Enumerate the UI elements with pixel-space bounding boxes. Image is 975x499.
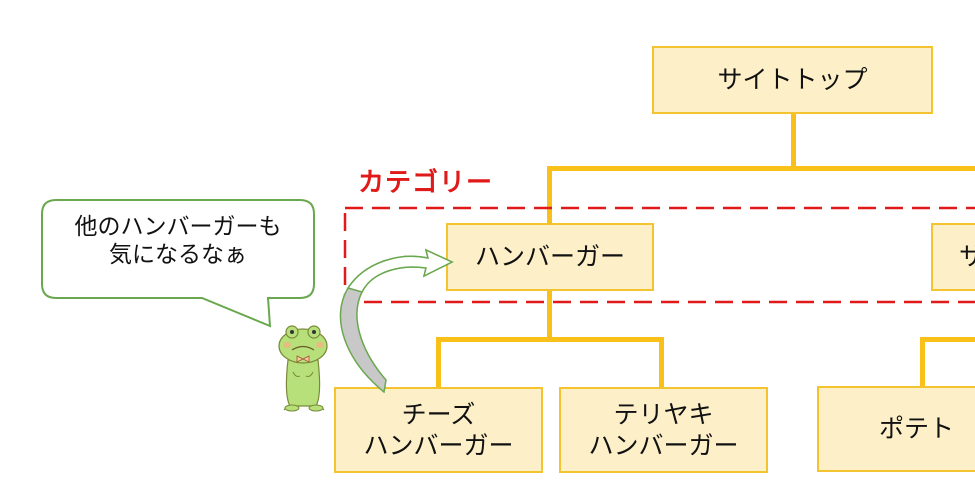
node-potato: ポテト bbox=[817, 386, 975, 472]
speech-bubble bbox=[41, 199, 315, 328]
node-site-top-label: サイトトップ bbox=[717, 65, 868, 95]
frog-character-icon bbox=[278, 325, 328, 412]
connector-to-cheese bbox=[436, 337, 441, 389]
connector-root-down bbox=[791, 113, 796, 169]
node-hamburger-label: ハンバーガー bbox=[474, 242, 625, 272]
connector-to-potato bbox=[920, 337, 925, 389]
node-teriyaki-hamburger: テリヤキ ハンバーガー bbox=[559, 387, 768, 473]
curved-arrow-highlight bbox=[346, 248, 454, 293]
speech-bubble-line2: 気になるなぁ bbox=[109, 241, 247, 268]
connector-hamburger-down bbox=[547, 290, 552, 340]
category-label: カテゴリー bbox=[358, 168, 494, 198]
node-site-top: サイトトップ bbox=[652, 46, 933, 114]
category-dashed-box bbox=[343, 206, 975, 304]
node-cheese-line2: ハンバーガー bbox=[363, 431, 514, 460]
node-cheese-hamburger: チーズ ハンバーガー bbox=[334, 387, 543, 473]
node-hamburger: ハンバーガー bbox=[446, 223, 654, 291]
node-side-menu: サ bbox=[931, 223, 975, 291]
node-potato-label: ポテト bbox=[879, 414, 955, 444]
node-side-menu-label: サ bbox=[959, 242, 975, 272]
node-teriyaki-line2: ハンバーガー bbox=[588, 431, 739, 460]
node-teriyaki-line1: テリヤキ bbox=[613, 399, 714, 429]
connector-side-bar bbox=[920, 337, 975, 342]
speech-bubble-line1: 他のハンバーガーも bbox=[74, 214, 282, 240]
connector-to-hamburger bbox=[547, 166, 552, 224]
connector-level1-bar bbox=[547, 166, 975, 171]
connector-to-teriyaki bbox=[659, 337, 664, 389]
speech-bubble-text: 他のハンバーガーも 気になるなぁ bbox=[42, 214, 314, 269]
curved-arrow-icon bbox=[339, 248, 454, 394]
connector-level2-bar bbox=[436, 337, 664, 342]
node-cheese-line1: チーズ bbox=[401, 399, 476, 429]
